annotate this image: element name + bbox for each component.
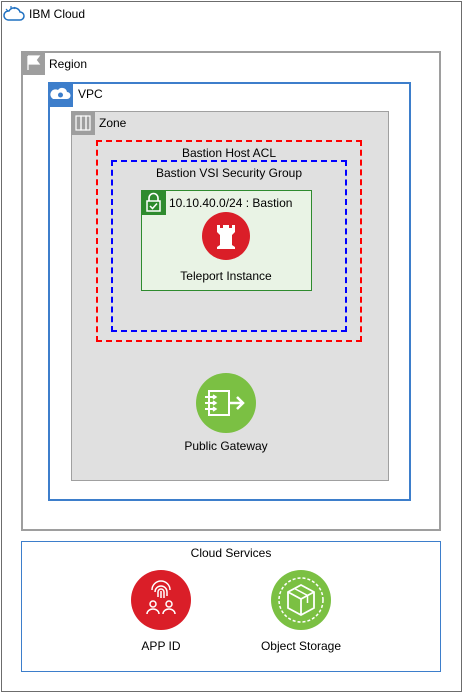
object-storage-label: Object Storage	[260, 639, 342, 653]
subnet-label: 10.10.40.0/24 : Bastion	[169, 196, 293, 210]
cloud-icon	[3, 4, 25, 24]
cloud-services-label: Cloud Services	[190, 546, 272, 560]
security-group-boundary	[111, 160, 347, 332]
lock-icon	[141, 190, 166, 215]
fingerprint-users-icon	[131, 570, 191, 630]
cloud-services-frame	[21, 541, 441, 672]
public-gateway-label: Public Gateway	[184, 439, 268, 453]
vpc-frame	[48, 82, 411, 501]
acl-boundary	[96, 140, 362, 342]
flag-icon	[21, 51, 45, 75]
region-frame	[21, 51, 441, 531]
ibm-cloud-label: IBM Cloud	[29, 7, 86, 21]
subnet-frame	[141, 190, 312, 291]
storage-cube-icon	[271, 570, 331, 630]
acl-label: Bastion Host ACL	[181, 146, 277, 160]
gateway-icon	[196, 373, 256, 433]
app-id-label: APP ID	[141, 639, 181, 653]
vpc-label: VPC	[78, 87, 103, 101]
region-label: Region	[49, 57, 88, 71]
teleport-label: Teleport Instance	[180, 269, 272, 283]
security-group-label: Bastion VSI Security Group	[155, 166, 303, 180]
castle-tower-icon	[202, 212, 250, 260]
zone-label: Zone	[99, 116, 127, 130]
zone-icon	[71, 111, 95, 135]
vpc-icon	[48, 82, 73, 107]
